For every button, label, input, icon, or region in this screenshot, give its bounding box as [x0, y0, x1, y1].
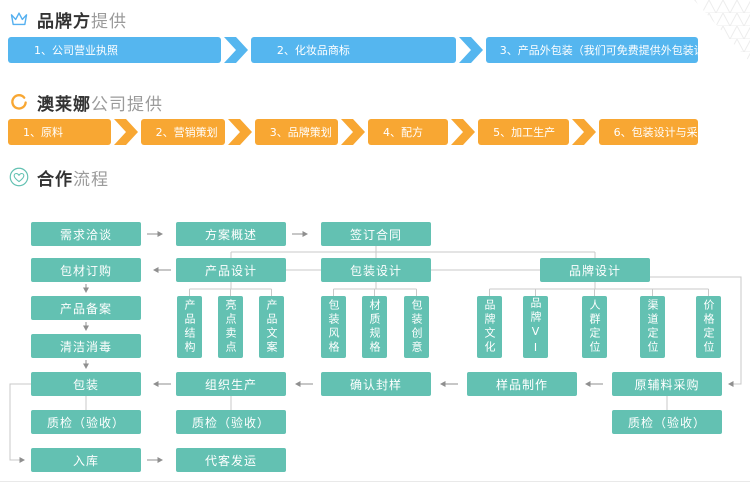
flow-node-channel-positioning: 渠道定位 [640, 296, 665, 358]
section-title-brand: 品牌方 [37, 11, 91, 32]
flow-node-sample-making: 样品制作 [467, 372, 577, 396]
flow-node-price-positioning: 价格定位 [696, 296, 721, 358]
company-step-3: 3、品牌策划 [254, 119, 338, 145]
chevron-right-icon [113, 119, 138, 145]
flow-node-product-filing: 产品备案 [31, 296, 141, 320]
section-title-company-suffix: 公司提供 [91, 94, 163, 115]
company-steps-bar: 1、原料 2、营销策划 3、品牌策划 4、配方 5、加工生产 6、包装设计与采购 [8, 119, 698, 145]
flow-node-confirm-sample: 确认封样 [321, 372, 431, 396]
flow-node-selling-points: 亮点卖点 [218, 296, 243, 358]
flow-node-package-style: 包装风格 [321, 296, 346, 358]
flow-node-warehousing: 入库 [31, 448, 141, 472]
chevron-right-icon [571, 119, 596, 145]
brand-step-1: 1、公司营业执照 [8, 37, 221, 63]
company-step-5: 5、加工生产 [478, 119, 569, 145]
brand-steps-bar: 1、公司营业执照 2、化妆品商标 3、产品外包装（我们可免费提供外包装设计） [8, 37, 698, 63]
ring-icon [8, 91, 30, 113]
section-header-process: 合作流程 [8, 166, 109, 190]
flow-node-qc-packing: 质检（验收） [31, 410, 141, 434]
chevron-right-icon [223, 37, 248, 63]
flow-node-production: 组织生产 [176, 372, 286, 396]
chevron-right-icon [451, 119, 476, 145]
flow-node-audience-positioning: 人群定位 [582, 296, 607, 358]
section-header-company: 澳莱娜公司提供 [8, 91, 163, 115]
chevron-right-icon [227, 119, 252, 145]
flow-node-packaging-order: 包材订购 [31, 258, 141, 282]
flow-node-proposal: 方案概述 [176, 222, 286, 246]
section-title-company: 澳莱娜 [37, 94, 91, 115]
flow-node-material-purchase: 原辅料采购 [612, 372, 722, 396]
company-step-6: 6、包装设计与采购 [598, 119, 698, 145]
flow-node-material-spec: 材质规格 [362, 296, 387, 358]
chevron-right-icon [341, 119, 365, 145]
crown-icon [8, 8, 30, 30]
bottom-divider [0, 481, 750, 482]
flow-node-brand-design: 品牌设计 [540, 258, 650, 282]
brand-step-2: 2、化妆品商标 [250, 37, 456, 63]
company-step-4: 4、配方 [368, 119, 449, 145]
handshake-heart-icon [8, 166, 30, 188]
company-step-1: 1、原料 [8, 119, 111, 145]
flow-node-demand: 需求洽谈 [31, 222, 141, 246]
flow-node-consign-shipping: 代客发运 [176, 448, 286, 472]
section-header-brand: 品牌方提供 [8, 8, 127, 32]
flow-node-brand-vi: 品牌VI [523, 296, 548, 358]
section-title-brand-suffix: 提供 [91, 11, 127, 32]
flow-node-qc-material: 质检（验收） [612, 410, 722, 434]
flow-node-product-copy: 产品文案 [259, 296, 284, 358]
flow-node-product-structure: 产品结构 [177, 296, 202, 358]
company-step-2: 2、营销策划 [140, 119, 225, 145]
flow-node-package-design: 包装设计 [321, 258, 431, 282]
section-title-process: 合作 [37, 169, 73, 190]
flow-node-contract: 签订合同 [321, 222, 431, 246]
flow-node-package-idea: 包装创意 [404, 296, 429, 358]
flow-node-qc-production: 质检（验收） [176, 410, 286, 434]
corner-pattern-decoration [694, 0, 750, 62]
section-title-process-suffix: 流程 [73, 169, 109, 190]
flow-node-packing: 包装 [31, 372, 141, 396]
flow-node-brand-culture: 品牌文化 [477, 296, 502, 358]
brand-step-3: 3、产品外包装（我们可免费提供外包装设计） [485, 37, 698, 63]
flow-node-product-design: 产品设计 [176, 258, 286, 282]
chevron-right-icon [458, 37, 483, 63]
flow-node-cleaning: 清洁消毒 [31, 334, 141, 358]
